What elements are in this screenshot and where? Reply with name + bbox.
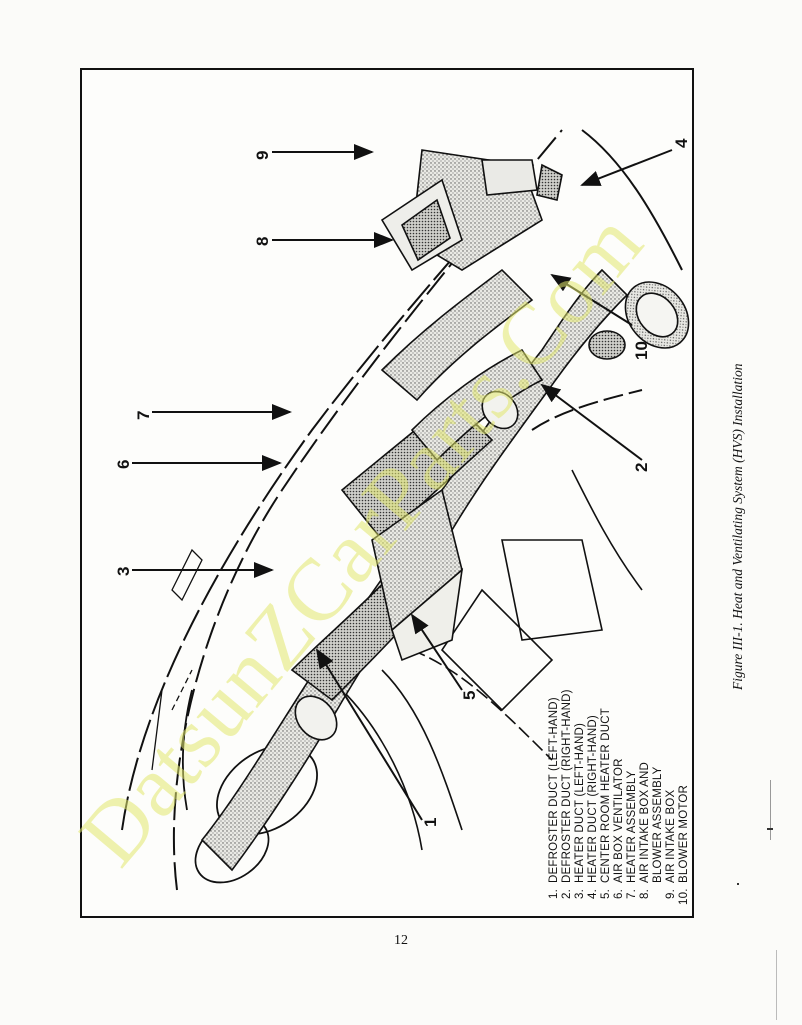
legend-number: 4. xyxy=(587,889,599,899)
legend-item: 3. HEATER DUCT (LEFT-HAND) xyxy=(574,689,587,905)
legend-number: 7. xyxy=(626,889,638,899)
legend-number: 1. xyxy=(548,889,560,899)
callout-7: 7 xyxy=(134,411,153,420)
legend-label: DEFROSTER DUCT (LEFT-HAND) xyxy=(548,697,560,883)
legend-item: 4. HEATER DUCT (RIGHT-HAND) xyxy=(587,689,600,905)
callout-9: 9 xyxy=(253,151,272,160)
hvs-illustration: 1 2 3 4 5 6 7 8 9 10 xyxy=(114,129,691,891)
callout-lines xyxy=(132,144,673,821)
legend-label: BLOWER MOTOR xyxy=(678,784,690,883)
legend-number: 6. xyxy=(613,889,625,899)
legend-item: 1. DEFROSTER DUCT (LEFT-HAND) xyxy=(548,689,561,905)
callout-labels: 1 2 3 4 5 6 7 8 9 10 xyxy=(114,138,691,827)
legend-label: CENTER ROOM HEATER DUCT xyxy=(600,708,612,883)
legend-item: 7. HEATER ASSEMBLY xyxy=(626,689,639,905)
legend-label: HEATER ASSEMBLY xyxy=(626,770,638,884)
legend-item: 9. AIR INTAKE BOX xyxy=(665,689,678,905)
callout-3: 3 xyxy=(114,567,133,576)
legend-number: 8. xyxy=(639,889,651,899)
legend-label: AIR INTAKE BOX AND xyxy=(639,762,651,883)
legend-label: AIR INTAKE BOX xyxy=(665,789,677,883)
legend-number: 5. xyxy=(600,889,612,899)
legend-item: 10. BLOWER MOTOR xyxy=(678,689,691,905)
legend-number xyxy=(652,889,665,905)
legend-item: 8. AIR INTAKE BOX AND xyxy=(639,689,652,905)
scan-mark xyxy=(770,780,771,840)
callout-8: 8 xyxy=(253,237,272,246)
scan-mark xyxy=(776,950,777,1020)
legend-item: BLOWER ASSEMBLY xyxy=(652,689,665,905)
dashboard-outline xyxy=(121,129,683,891)
legend-label: DEFROSTER DUCT (RIGHT-HAND) xyxy=(561,689,573,883)
legend-label: HEATER DUCT (RIGHT-HAND) xyxy=(587,715,599,883)
blower-assembly xyxy=(380,149,563,272)
legend-number: 10. xyxy=(678,888,690,905)
callout-4: 4 xyxy=(672,138,691,148)
legend-number: 9. xyxy=(665,889,677,899)
legend-item: 2. DEFROSTER DUCT (RIGHT-HAND) xyxy=(561,689,574,905)
console-outline xyxy=(341,469,643,851)
callout-5: 5 xyxy=(460,691,479,700)
figure-caption: Figure III-1. Heat and Ventilating Syste… xyxy=(730,363,745,690)
callout-2: 2 xyxy=(632,463,651,472)
legend-item: 5. CENTER ROOM HEATER DUCT xyxy=(600,689,613,905)
legend-item: 6. AIR BOX VENTILATOR xyxy=(613,689,626,905)
side-panels xyxy=(151,548,203,771)
scan-mark xyxy=(737,883,739,885)
figure-frame: 1 2 3 4 5 6 7 8 9 10 xyxy=(80,68,694,918)
callout-6: 6 xyxy=(114,460,133,469)
legend-label: BLOWER ASSEMBLY xyxy=(652,766,664,883)
legend-number: 2. xyxy=(561,889,573,899)
scan-mark xyxy=(767,828,773,830)
legend-label: AIR BOX VENTILATOR xyxy=(613,758,625,883)
callout-10: 10 xyxy=(632,341,651,360)
legend-label: HEATER DUCT (LEFT-HAND) xyxy=(574,722,586,883)
page-number: 12 xyxy=(394,933,408,948)
parts-legend: 1. DEFROSTER DUCT (LEFT-HAND) 2. DEFROSTER… xyxy=(548,689,691,905)
legend-number: 3. xyxy=(574,889,586,899)
callout-1: 1 xyxy=(421,818,440,827)
